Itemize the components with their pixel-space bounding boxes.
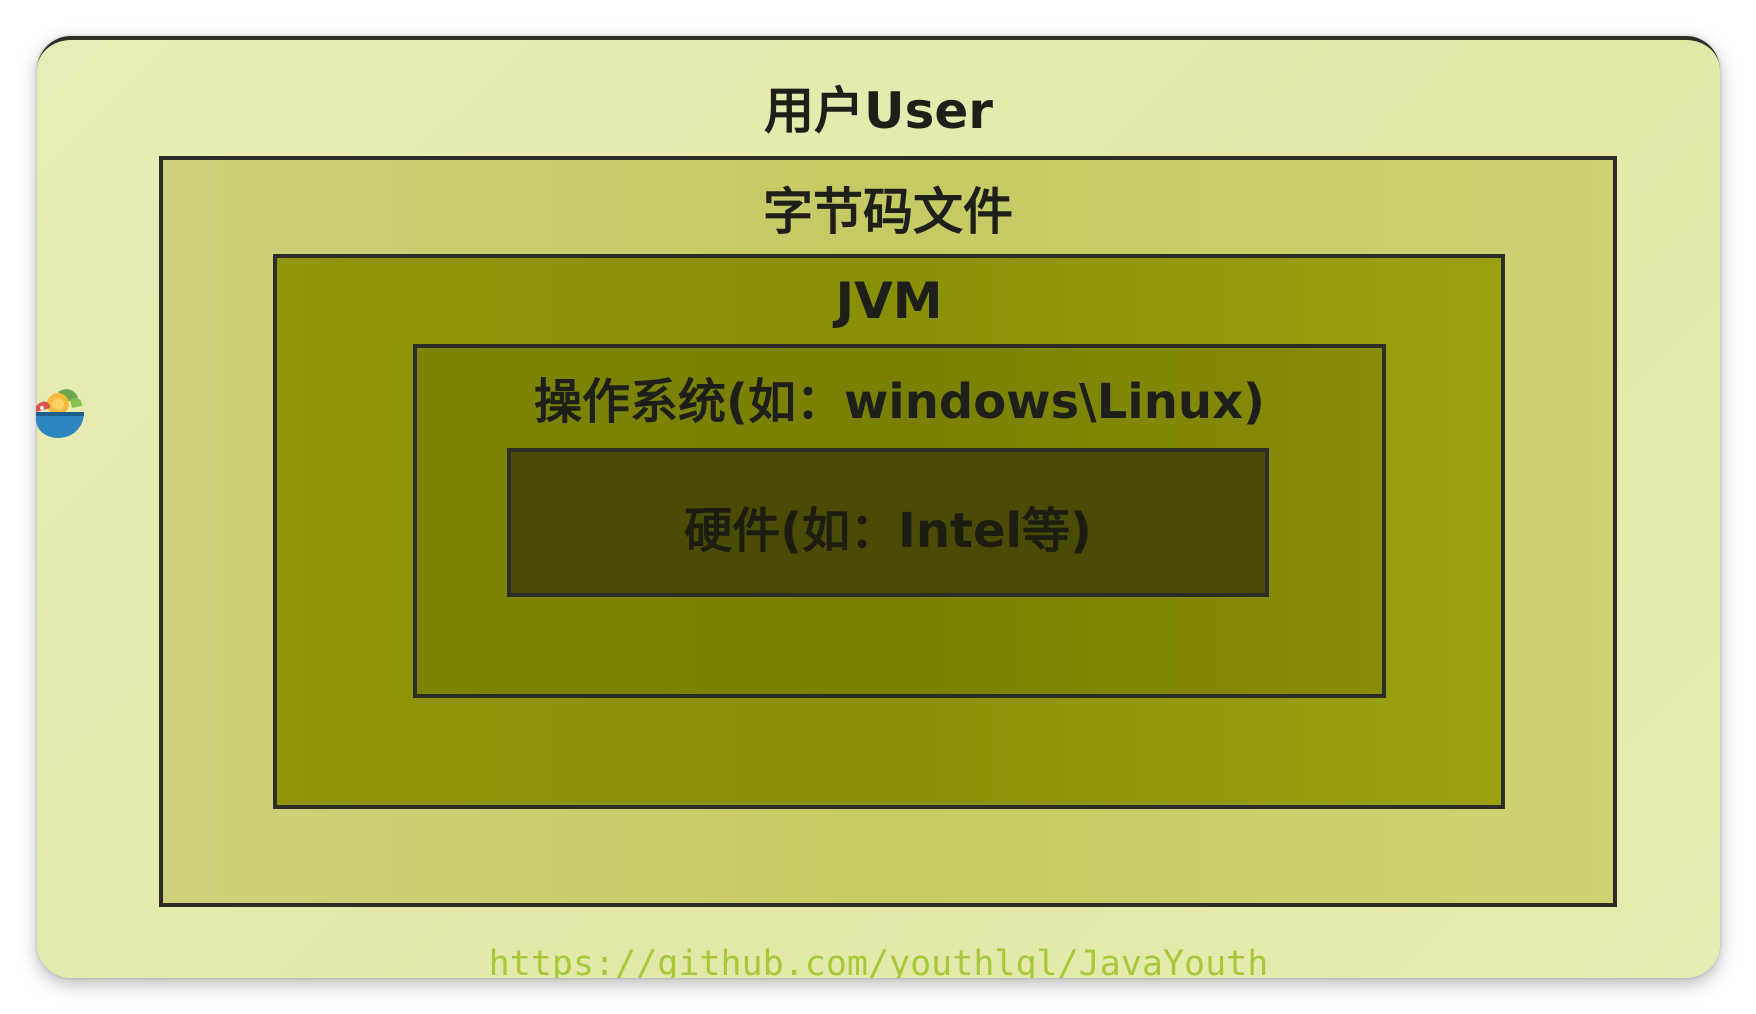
fruit-bowl-icon [36, 389, 84, 438]
layer-hardware-label: 硬件(如：Intel等) [684, 503, 1092, 559]
layer-bytecode: 字节码文件 JVM 操作系统(如：windows\Linux) 硬件(如：Int… [159, 156, 1617, 907]
layer-user-label: 用户User [764, 82, 993, 140]
layer-hardware: 硬件(如：Intel等) [507, 448, 1269, 597]
layer-bytecode-label: 字节码文件 [763, 183, 1013, 241]
layer-jvm-label: JVM [835, 272, 943, 330]
layer-os: 操作系统(如：windows\Linux) 硬件(如：Intel等) [413, 344, 1386, 698]
watermark-url: https://github.com/youthlql/JavaYouth [488, 944, 1269, 978]
layer-os-label: 操作系统(如：windows\Linux) [534, 374, 1265, 430]
layer-user: 用户User 字节码文件 JVM 操作系统(如：windows\Linux) 硬… [37, 36, 1720, 978]
layer-jvm: JVM 操作系统(如：windows\Linux) 硬件(如：Intel等) [273, 254, 1505, 809]
